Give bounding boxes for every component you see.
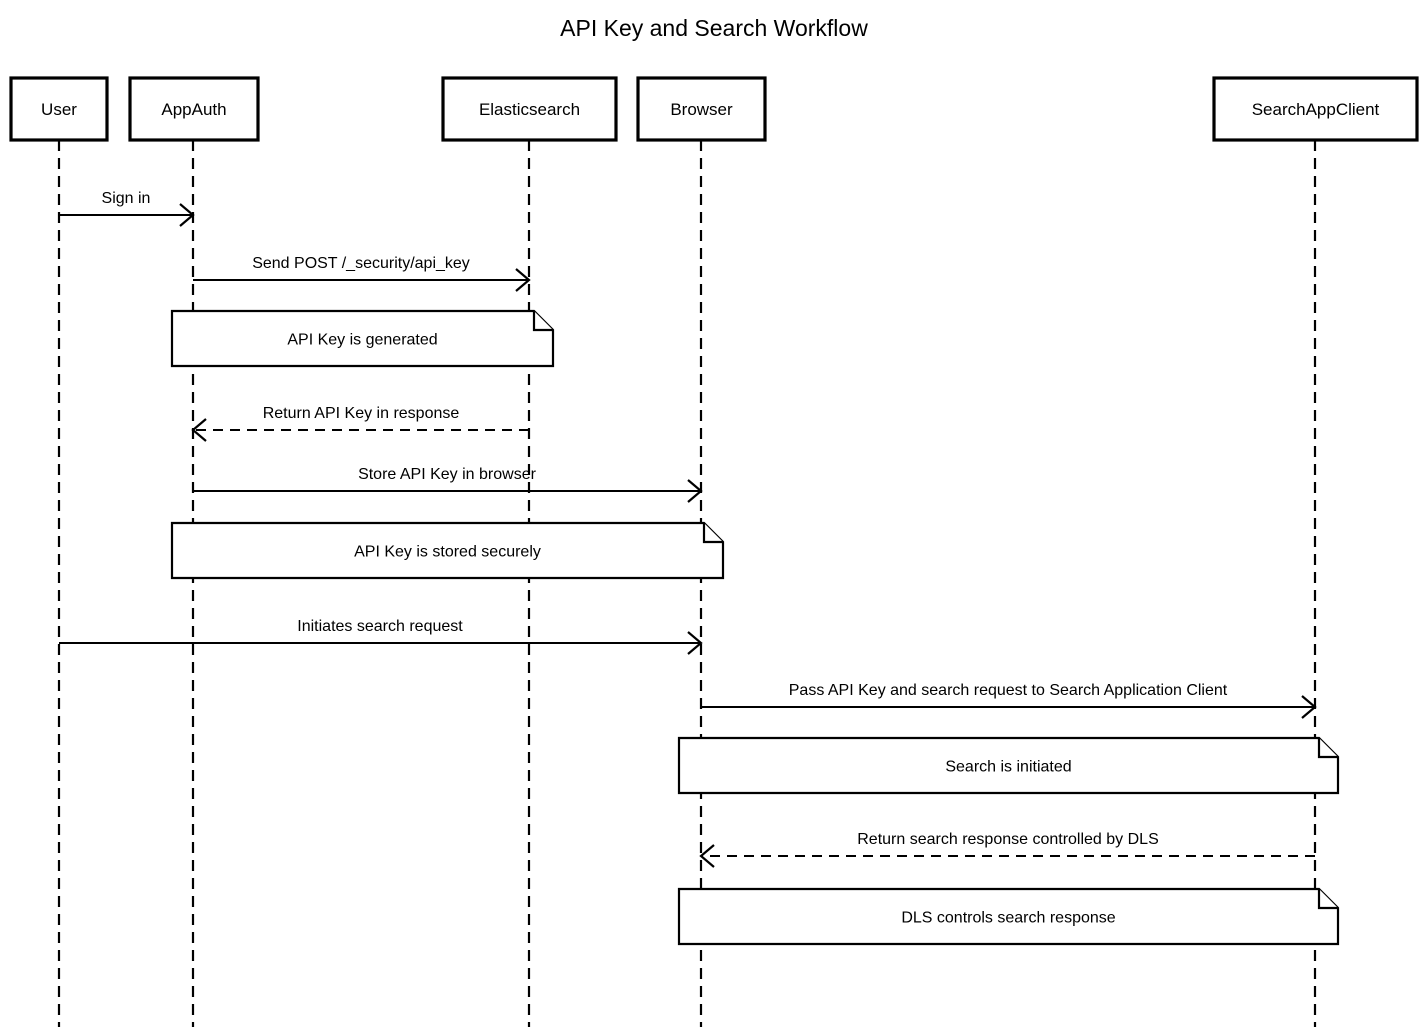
participant-box-user [9,76,109,142]
participant-label-appauth: AppAuth [161,100,226,119]
participant-label-searchapp: SearchAppClient [1252,100,1380,119]
participants-layer: User AppAuth Elasticsearch Browser SearchApp… [9,76,1419,142]
arrow-head-icon-m2 [515,268,531,292]
participant-box-searchapp [1212,76,1419,142]
arrow-head-icon-m4 [687,479,703,503]
note-fold-corner-icon [1317,889,1338,910]
participant-elastic[interactable]: Elasticsearch [441,76,618,142]
note-label-n2: API Key is stored securely [354,544,541,561]
message-label-m1: Sign in [102,190,151,207]
message-m1: Sign in [59,190,195,227]
note-body-n4 [677,887,1340,946]
message-label-m4: Store API Key in browser [358,466,537,483]
message-m6: Pass API Key and search request to Searc… [701,682,1317,719]
note-fold-corner-icon [1317,738,1338,759]
message-m7: Return search response controlled by DLS [699,831,1315,868]
arrow-head-icon-m5 [687,631,703,655]
message-m2: Send POST /_security/api_key [193,255,531,292]
participant-box-elastic [441,76,618,142]
note-body-n2 [170,521,725,580]
messages-layer: Sign in Send POST /_security/api_keyRetur… [59,190,1317,868]
lifelines-layer [57,140,1317,1027]
arrow-head-icon-m3 [191,418,207,442]
participant-box-appauth [128,76,260,142]
participant-box-browser [636,76,767,142]
arrow-head-icon-m7 [699,844,715,868]
participant-label-user: User [41,100,77,119]
participant-label-elastic: Elasticsearch [479,100,580,119]
note-n1: API Key is generated [170,309,555,368]
note-n2: API Key is stored securely [170,521,725,580]
message-m5: Initiates search request [59,618,703,655]
arrow-head-icon-m6 [1301,695,1317,719]
page-title: API Key and Search Workflow [560,15,868,41]
participant-browser[interactable]: Browser [636,76,767,142]
note-body-n1 [170,309,555,368]
participant-appauth[interactable]: AppAuth [128,76,260,142]
participant-user[interactable]: User [9,76,109,142]
note-label-n1: API Key is generated [287,332,437,349]
arrow-head-icon-m1 [179,203,195,227]
note-fold-corner-icon [702,523,723,544]
participant-label-browser: Browser [670,100,733,119]
note-body-n3 [677,736,1340,795]
message-m4: Store API Key in browser [193,466,703,503]
note-n4: DLS controls search response [677,887,1340,946]
note-fold-corner-icon [532,311,553,332]
participant-searchapp[interactable]: SearchAppClient [1212,76,1419,142]
message-label-m2: Send POST /_security/api_key [252,255,470,272]
message-label-m3: Return API Key in response [263,405,460,422]
message-label-m7: Return search response controlled by DLS [857,831,1159,848]
message-label-m6: Pass API Key and search request to Searc… [789,682,1228,699]
message-label-m5: Initiates search request [297,618,463,635]
note-n3: Search is initiated [677,736,1340,795]
note-label-n4: DLS controls search response [901,910,1115,927]
message-m3: Return API Key in response [191,405,529,442]
note-label-n3: Search is initiated [945,759,1071,776]
